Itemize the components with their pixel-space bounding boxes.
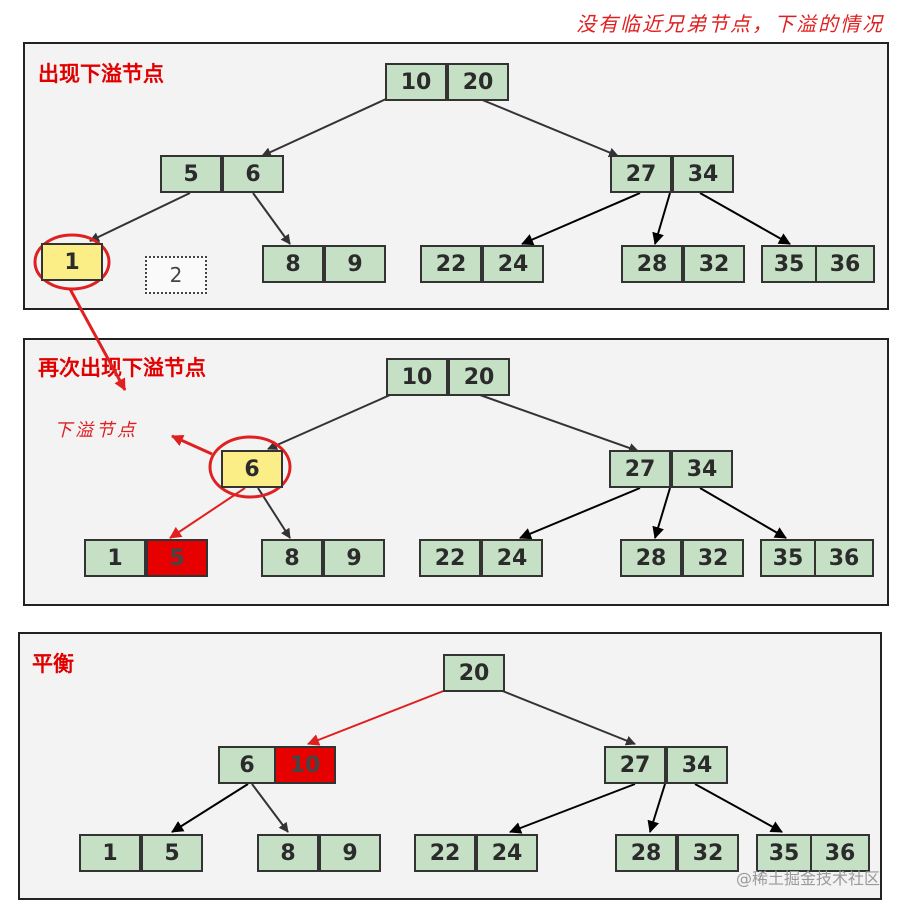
- p2-leaf-2832-key-1: 28: [620, 539, 682, 577]
- underflow-node-note: 下溢节点: [54, 420, 138, 441]
- p1-left-key-2: 6: [222, 155, 284, 193]
- p2-right-key-1: 27: [609, 450, 671, 488]
- p2-leaf-2224-key-1: 22: [419, 539, 481, 577]
- p3-left-key-1: 6: [218, 746, 276, 784]
- p3-leaf-15-key-1: 1: [79, 834, 141, 872]
- p1-right-key-1: 27: [610, 155, 672, 193]
- panel1-edges: [89, 98, 791, 246]
- panel-underflow-title: 出现下溢节点: [38, 62, 164, 86]
- p3-leaf-89-key-1: 8: [257, 834, 319, 872]
- p2-leaf-3536-key-1: 35: [760, 539, 816, 577]
- p1-root-key-1: 10: [385, 63, 447, 101]
- p1-right-key-2: 34: [672, 155, 734, 193]
- p2-leaf-15-key-1: 1: [84, 539, 146, 577]
- panel-underflow-again-title: 再次出现下溢节点: [38, 356, 206, 380]
- p1-leaf-2832-key-1: 28: [621, 245, 683, 283]
- p3-leaf-89-key-2: 9: [319, 834, 381, 872]
- p3-leaf-2224-key-1: 22: [414, 834, 476, 872]
- p2-root-key-2: 20: [448, 358, 510, 396]
- p1-left-key-1: 5: [160, 155, 222, 193]
- p3-leaf-15-key-2: 5: [141, 834, 203, 872]
- p2-leaf-3536-key-2: 36: [814, 539, 874, 577]
- p1-leaf-3536-key-1: 35: [761, 245, 817, 283]
- p2-leaf-15-key-2: 5: [146, 539, 208, 577]
- p2-leaf-2224-key-2: 24: [481, 539, 543, 577]
- p3-leaf-2832-key-2: 32: [677, 834, 739, 872]
- p1-leaf-2832-key-2: 32: [683, 245, 745, 283]
- p3-root-key: 20: [443, 654, 505, 692]
- underflow-pointer-2: [171, 434, 213, 456]
- p2-leaf-89-key-1: 8: [261, 539, 323, 577]
- p1-leaf-89-key-2: 9: [324, 245, 386, 283]
- p3-right-key-1: 27: [604, 746, 666, 784]
- p3-leaf-2832-key-1: 28: [615, 834, 677, 872]
- p3-leaf-2224-key-2: 24: [476, 834, 538, 872]
- p2-leaf-2832-key-2: 32: [682, 539, 744, 577]
- p1-leaf-2224-key-2: 24: [482, 245, 544, 283]
- p1-leaf-2224-key-1: 22: [420, 245, 482, 283]
- underflow-circle-1: [33, 233, 111, 291]
- p3-left-key-2: 10: [274, 746, 336, 784]
- p1-leaf-89-key-1: 8: [262, 245, 324, 283]
- underflow-pointer-1: [68, 288, 127, 391]
- panel-balanced-title: 平衡: [32, 652, 74, 676]
- p1-leaf-3536-key-2: 36: [815, 245, 875, 283]
- headline: 没有临近兄弟节点，下溢的情况: [576, 12, 884, 36]
- watermark: @稀土掘金技术社区: [735, 869, 880, 888]
- p1-root-key-2: 20: [447, 63, 509, 101]
- p3-leaf-3536-key-2: 36: [810, 834, 870, 872]
- panel3-edges: [171, 689, 783, 834]
- p1-removed-key: 2: [145, 256, 207, 294]
- p2-root-key-1: 10: [386, 358, 448, 396]
- p1-underflow-node: 1: [41, 243, 103, 281]
- p2-leaf-89-key-2: 9: [323, 539, 385, 577]
- p2-right-key-2: 34: [671, 450, 733, 488]
- underflow-circle-2: [208, 435, 292, 499]
- p3-right-key-2: 34: [666, 746, 728, 784]
- panel2-edges: [169, 394, 787, 540]
- p2-underflow-node: 6: [221, 450, 283, 488]
